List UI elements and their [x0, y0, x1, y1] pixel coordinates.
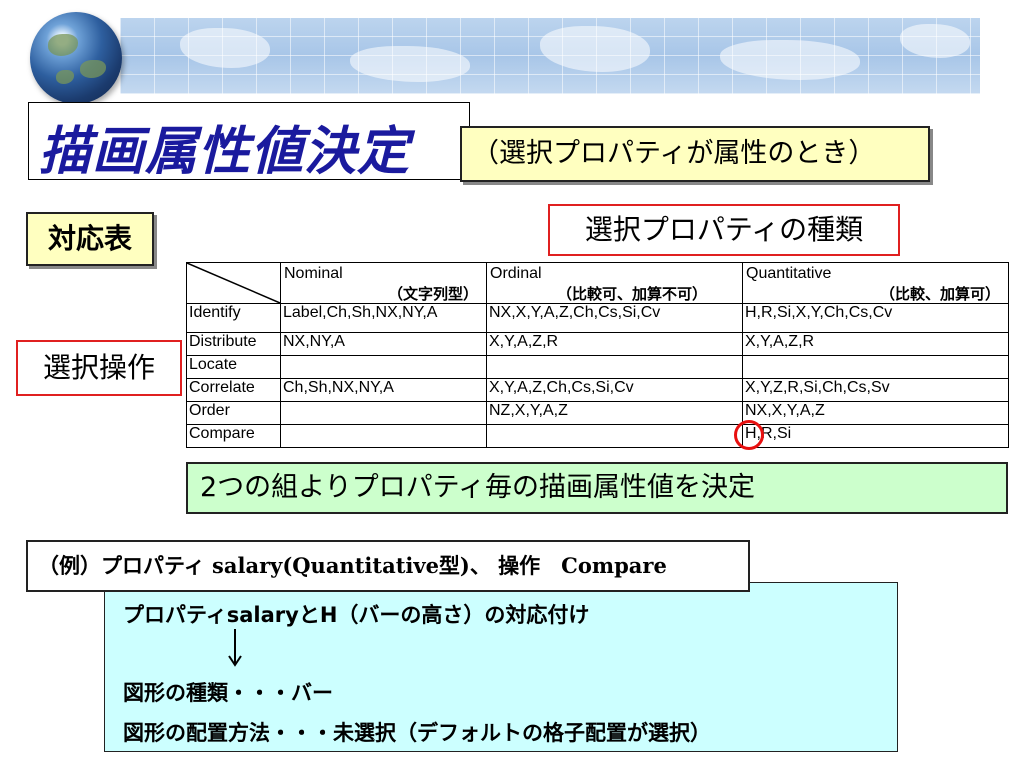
cell-quantitative: H,R,Si,X,Y,Ch,Cs,Cv	[742, 303, 1009, 333]
example-box: （例）プロパティ salary(Quantitative型)、 操作 Compa…	[26, 540, 750, 592]
cell-ordinal: NZ,X,Y,A,Z	[486, 401, 743, 425]
column-name: Nominal	[284, 265, 343, 282]
table-row: Correlate Ch,Sh,NX,NY,A X,Y,A,Z,Ch,Cs,Si…	[186, 378, 1009, 402]
cell-ordinal	[486, 424, 743, 448]
example-detail-line-3: 図形の配置方法・・・未選択（デフォルトの格子配置が選択）	[123, 721, 711, 745]
down-arrow-icon	[228, 629, 242, 667]
header-banner	[120, 18, 980, 94]
cell-ordinal: NX,X,Y,A,Z,Ch,Cs,Si,Cv	[486, 303, 743, 333]
table-label: 対応表	[26, 212, 154, 266]
cell-ordinal	[486, 355, 743, 379]
row-operation: Identify	[186, 303, 281, 333]
diagonal-line	[187, 263, 280, 303]
example-detail-line-2: 図形の種類・・・バー	[123, 681, 333, 705]
column-header-nominal: Nominal （文字列型）	[280, 262, 487, 304]
title-box: 描画属性値決定	[28, 102, 470, 182]
cell-quantitative: X,Y,Z,R,Si,Ch,Cs,Sv	[742, 378, 1009, 402]
property-kind-label: 選択プロパティの種類	[548, 204, 900, 256]
table-row: Compare H,R,Si	[186, 424, 1009, 448]
column-name: Ordinal	[490, 265, 542, 282]
column-name: Quantitative	[746, 265, 832, 282]
table-row: Locate	[186, 355, 1009, 379]
cell-nominal: NX,NY,A	[280, 332, 487, 356]
cell-ordinal: X,Y,A,Z,Ch,Cs,Si,Cv	[486, 378, 743, 402]
highlight-circle	[734, 420, 764, 450]
cell-nominal: Label,Ch,Sh,NX,NY,A	[280, 303, 487, 333]
corner-cell	[186, 262, 281, 304]
cell-nominal	[280, 355, 487, 379]
subtitle-box: （選択プロパティが属性のとき）	[460, 126, 930, 182]
cell-nominal: Ch,Sh,NX,NY,A	[280, 378, 487, 402]
correspondence-table: Nominal （文字列型） Ordinal （比較可、加算不可） Quanti…	[186, 262, 1009, 448]
cell-quantitative: NX,X,Y,A,Z	[742, 401, 1009, 425]
decision-box: 2つの組よりプロパティ毎の描画属性値を決定	[186, 462, 1008, 514]
column-subtitle: （比較、加算可）	[879, 285, 1000, 303]
cell-quantitative: X,Y,A,Z,R	[742, 332, 1009, 356]
column-subtitle: （比較可、加算不可）	[557, 285, 708, 303]
column-subtitle: （文字列型）	[387, 285, 478, 303]
row-operation: Distribute	[186, 332, 281, 356]
cell-quantitative	[742, 355, 1009, 379]
row-operation: Order	[186, 401, 281, 425]
table-header-row: Nominal （文字列型） Ordinal （比較可、加算不可） Quanti…	[186, 262, 1009, 304]
table-row: Order NZ,X,Y,A,Z NX,X,Y,A,Z	[186, 401, 1009, 425]
cell-nominal	[280, 424, 487, 448]
operation-label: 選択操作	[16, 340, 182, 396]
row-operation: Correlate	[186, 378, 281, 402]
row-operation: Compare	[186, 424, 281, 448]
example-detail-box: プロパティsalaryとH（バーの高さ）の対応付け 図形の種類・・・バー 図形の…	[104, 582, 898, 752]
table-row: Identify Label,Ch,Sh,NX,NY,A NX,X,Y,A,Z,…	[186, 303, 1009, 333]
page-title: 描画属性値決定	[39, 122, 411, 182]
cell-nominal	[280, 401, 487, 425]
cell-ordinal: X,Y,A,Z,R	[486, 332, 743, 356]
column-header-ordinal: Ordinal （比較可、加算不可）	[486, 262, 743, 304]
row-operation: Locate	[186, 355, 281, 379]
column-header-quantitative: Quantitative （比較、加算可）	[742, 262, 1009, 304]
table-row: Distribute NX,NY,A X,Y,A,Z,R X,Y,A,Z,R	[186, 332, 1009, 356]
globe-icon	[30, 12, 122, 104]
cell-quantitative: H,R,Si	[742, 424, 1009, 448]
example-detail-line-1: プロパティsalaryとH（バーの高さ）の対応付け	[123, 603, 590, 627]
